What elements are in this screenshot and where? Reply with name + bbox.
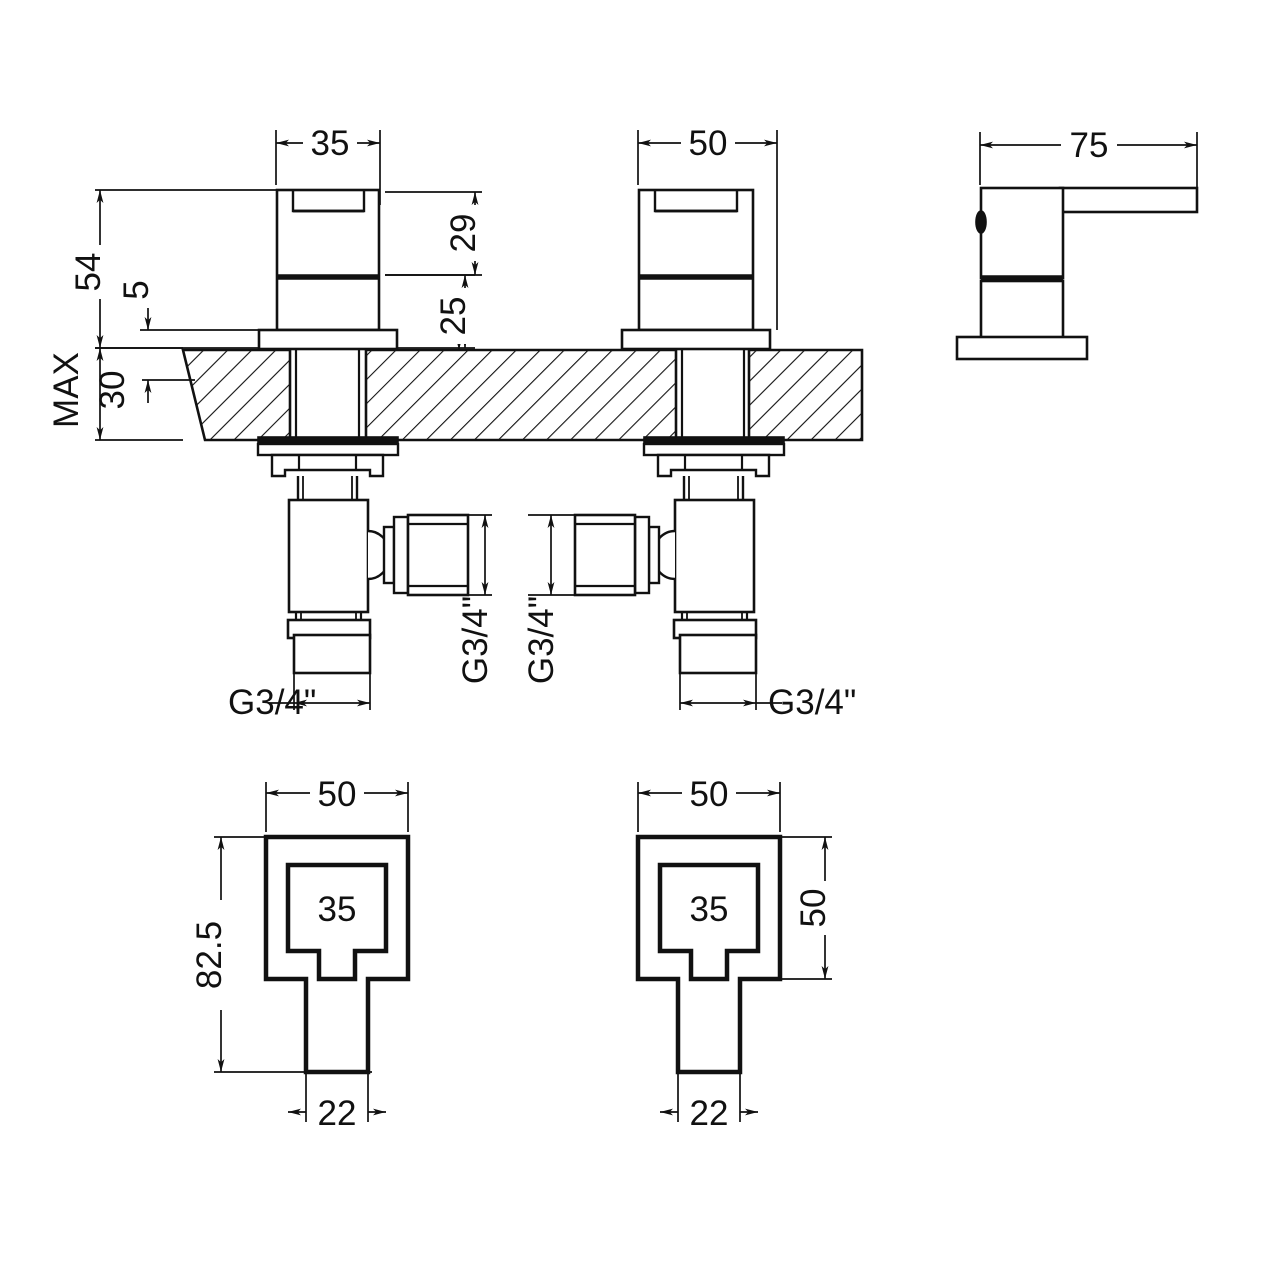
front-section-view	[95, 130, 864, 710]
dimension-total-height-54	[95, 189, 276, 349]
label-max: MAX	[47, 352, 86, 428]
label-thread-right-bottom: G3/4"	[768, 683, 856, 722]
label-plan-right-inner-35: 35	[690, 890, 729, 929]
left-escutcheon-flange	[257, 328, 399, 351]
label-plan-right-stem-22: 22	[690, 1094, 729, 1133]
label-plan-left-outer-50: 50	[318, 775, 357, 814]
label-upper-body-29: 29	[444, 214, 483, 253]
right-valve-assembly	[573, 436, 786, 675]
label-spout-width-50: 50	[689, 124, 728, 163]
label-plan-right-height-50: 50	[794, 889, 833, 928]
plan-view-right	[635, 782, 832, 1122]
label-thread-left-bottom: G3/4"	[228, 683, 316, 722]
left-valve-assembly	[256, 436, 470, 675]
leader-left-bottom-thread	[268, 673, 371, 710]
dimension-plan-left-stem-22	[288, 1072, 386, 1122]
label-thread-right-side: G3/4"	[522, 596, 561, 684]
label-handle-width-35: 35	[311, 124, 350, 163]
label-plan-left-inner-35: 35	[318, 890, 357, 929]
label-total-height-54: 54	[69, 253, 108, 292]
label-lower-body-25: 25	[434, 297, 473, 336]
label-thread-left-side: G3/4"	[456, 596, 495, 684]
leader-right-bottom-thread	[679, 673, 782, 710]
label-max-thickness-30: 30	[93, 371, 132, 410]
label-plan-left-height-82-5: 82.5	[190, 921, 229, 989]
label-plan-left-stem-22: 22	[318, 1094, 357, 1133]
label-flange-height-5: 5	[117, 280, 156, 299]
left-handle-body	[275, 188, 381, 332]
right-escutcheon-flange	[620, 328, 772, 351]
side-view-lever	[955, 132, 1199, 361]
plan-view-left	[214, 782, 411, 1122]
label-lever-length-75: 75	[1070, 126, 1109, 165]
right-spout-body	[637, 188, 755, 332]
dimension-labels: 35 50 54 5 MAX 30 29 25 75 G3/4" G3/4" G…	[47, 124, 1117, 1133]
leader-right-side-thread	[528, 514, 575, 596]
dimension-max-thickness-30	[95, 347, 183, 441]
dimension-plan-right-stem-22	[660, 1072, 758, 1122]
label-plan-right-outer-50: 50	[690, 775, 729, 814]
leader-left-side-thread	[468, 514, 492, 596]
